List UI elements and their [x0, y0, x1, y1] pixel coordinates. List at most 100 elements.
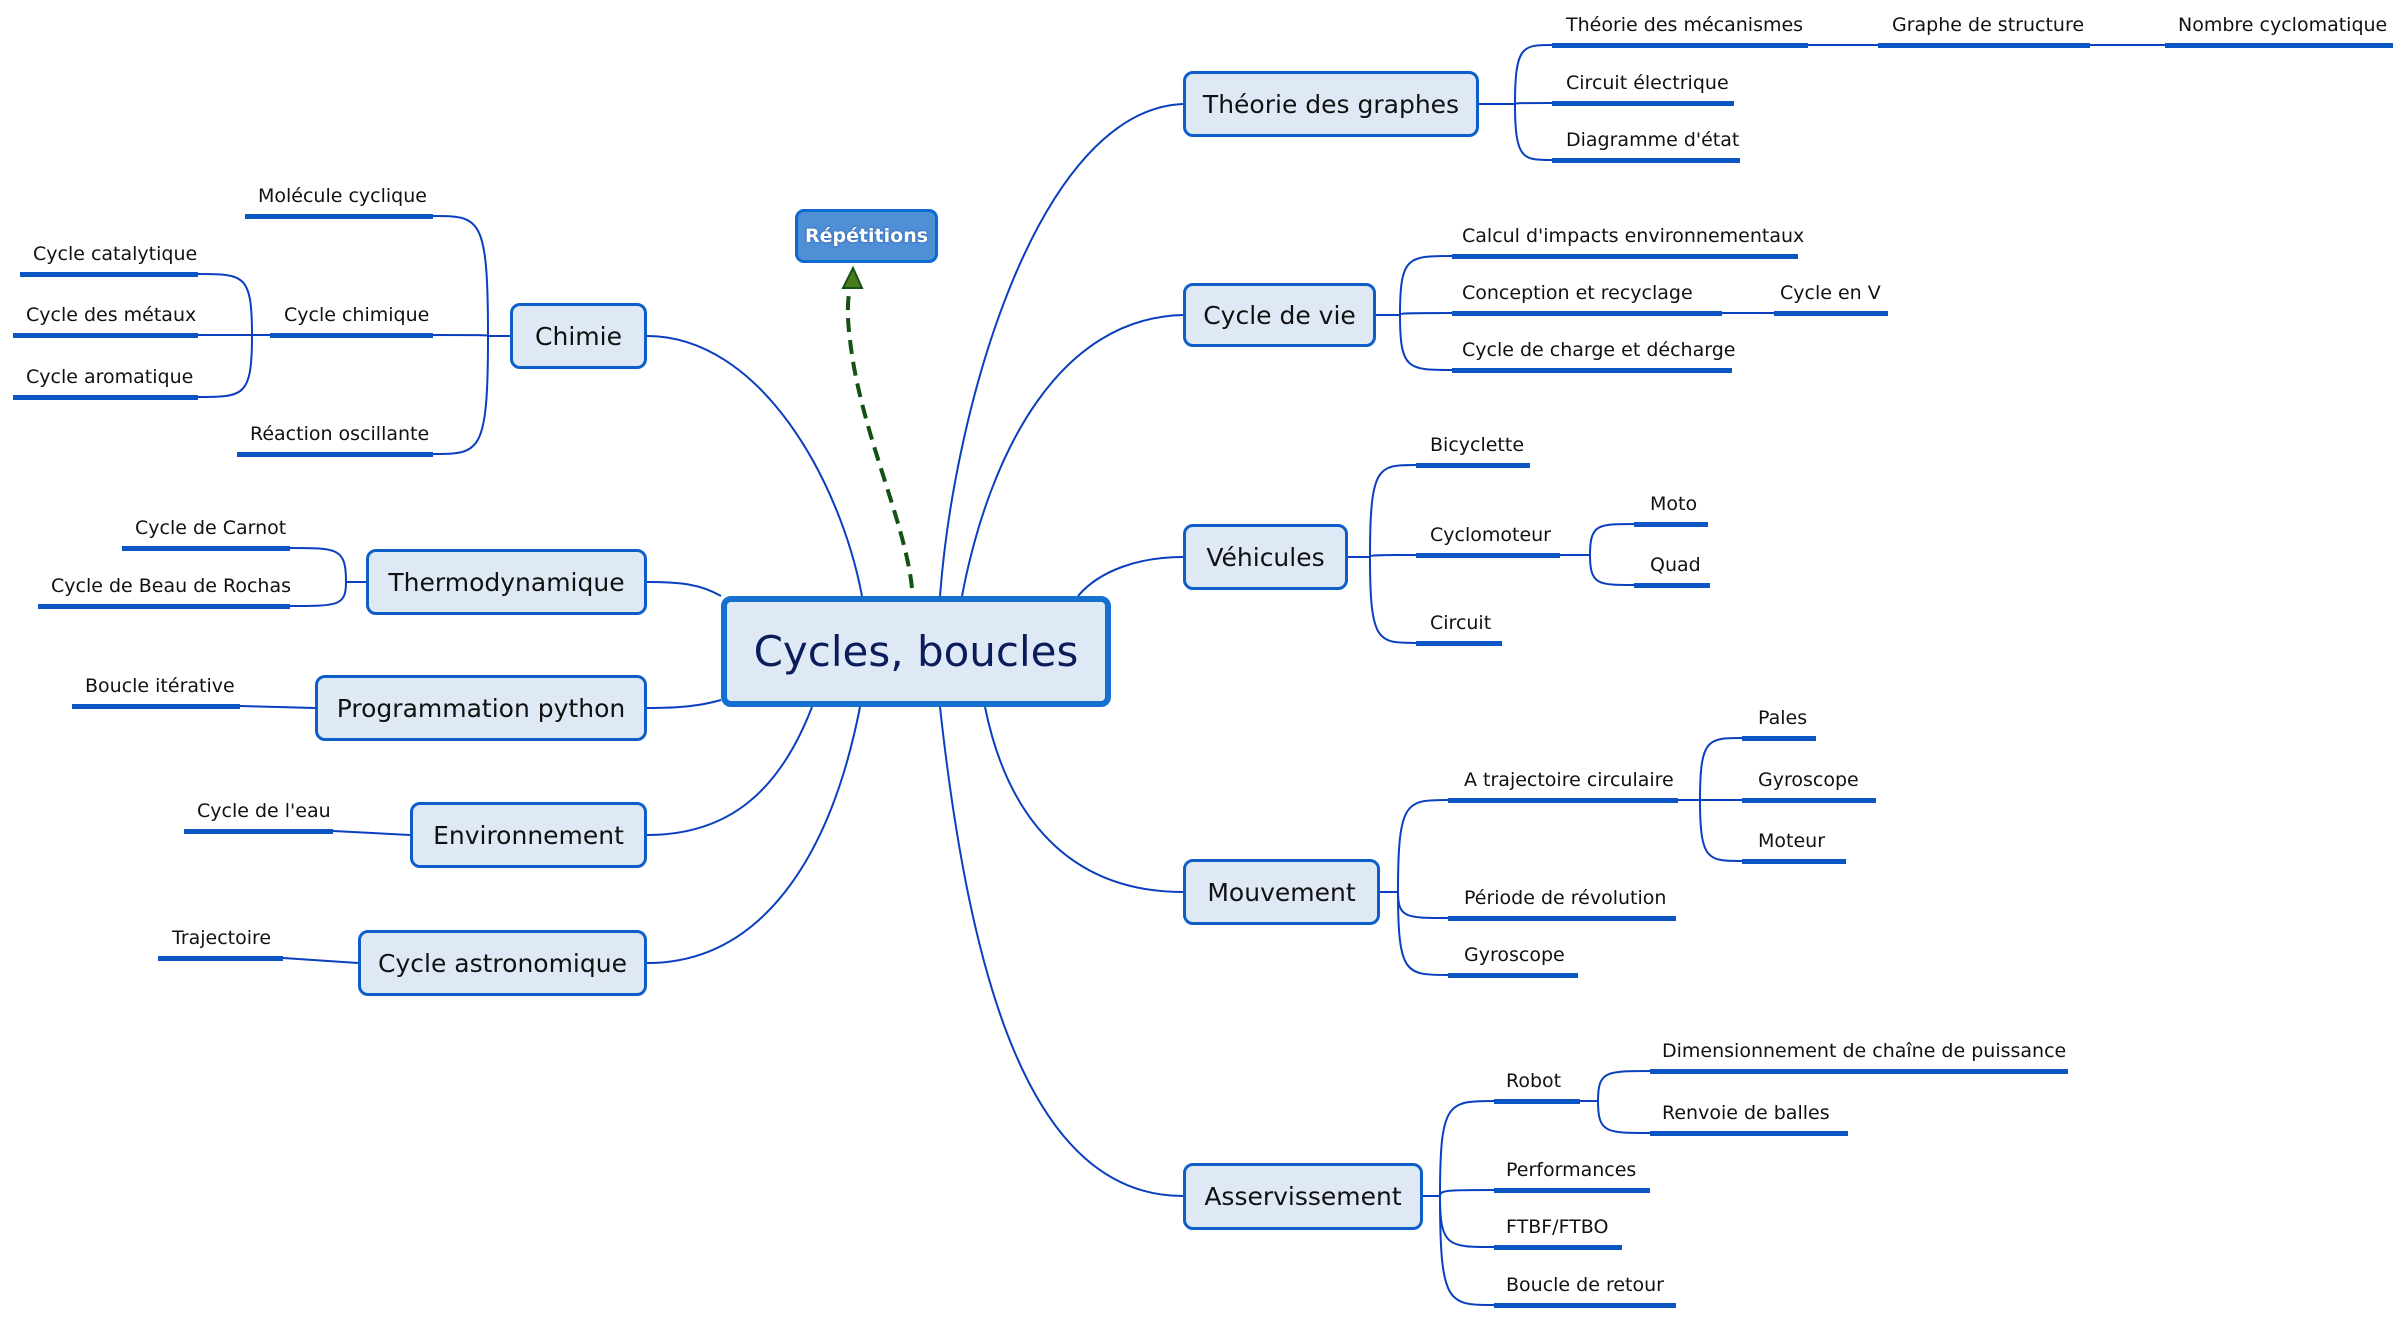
subtopic-label: Cyclomoteur [1430, 524, 1551, 546]
subtopic-underline [1634, 522, 1708, 527]
topic-asservissement[interactable]: Asservissement [1183, 1163, 1423, 1230]
connector-central-environnement [646, 706, 813, 836]
topic-programmation-python[interactable]: Programmation python [315, 675, 647, 741]
connector-mouvement-branch-2 [1397, 891, 1449, 976]
subtopic-underline [1416, 553, 1560, 558]
subtopic-label: Circuit électrique [1566, 72, 1729, 94]
subtopic-underline [1742, 736, 1816, 741]
topic-vehicules[interactable]: Véhicules [1183, 524, 1348, 590]
subtopic-underline [158, 956, 283, 961]
connector-central-cycle-de-vie [961, 314, 1184, 597]
subtopic-label: Bicyclette [1430, 434, 1525, 456]
topic-cycle-de-vie[interactable]: Cycle de vie [1183, 283, 1376, 347]
topic-label: Chimie [535, 321, 622, 351]
subtopic-underline [2165, 43, 2393, 48]
relationship-arrow[interactable] [845, 275, 914, 589]
connector-robot-branch-1 [1597, 1100, 1651, 1134]
connector-chimie-branch-2 [432, 335, 489, 455]
connector-chimie-branch-1 [432, 334, 489, 337]
subtopic-label: Cycle de l'eau [197, 800, 331, 822]
subtopic-label: Réaction oscillante [250, 423, 430, 445]
floating-topic-repetitions[interactable]: Répétitions [795, 209, 938, 263]
subtopic-underline [20, 272, 198, 277]
subtopic-underline [1774, 311, 1888, 316]
subtopic-underline [1552, 101, 1734, 106]
subtopic-label: Théorie des mécanismes [1566, 14, 1804, 36]
subtopic-label: Dimensionnement de chaîne de puissance [1662, 1040, 2067, 1062]
subtopic-underline [1448, 973, 1578, 978]
connector-central-chimie [646, 335, 863, 597]
subtopic-underline [1742, 859, 1846, 864]
topic-environnement[interactable]: Environnement [410, 802, 647, 868]
connector-cycle-chimique-branch-2 [197, 334, 253, 398]
subtopic-label: Cycle de Carnot [135, 517, 287, 539]
subtopic-underline [1416, 641, 1502, 646]
topic-theorie-des-graphes[interactable]: Théorie des graphes [1183, 71, 1479, 137]
connector-asservissement-branch-2 [1439, 1195, 1495, 1248]
subtopic-label: Renvoie de balles [1662, 1102, 1830, 1124]
connector-theorie-branch-1 [1514, 102, 1553, 105]
connector-theorie-branch-2 [1514, 103, 1553, 161]
subtopic-label: Diagramme d'état [1566, 129, 1740, 151]
subtopic-underline [72, 704, 240, 709]
subtopic-underline [1552, 158, 1740, 163]
subtopic-label: Cycle de Beau de Rochas [51, 575, 291, 597]
connector-astronomique [282, 957, 359, 964]
floating-topic-label: Répétitions [804, 225, 929, 247]
subtopic-label: Molécule cyclique [258, 185, 427, 207]
connector-central-mouvement [984, 706, 1184, 893]
connector-python [239, 705, 316, 709]
subtopic-label: Performances [1506, 1159, 1637, 1181]
connector-vehicules-branch-2 [1369, 556, 1417, 644]
connector-central-vehicules [1077, 556, 1184, 597]
subtopic-label: Quad [1650, 554, 1701, 576]
connector-cycle-vie-branch-1 [1399, 312, 1453, 316]
topic-label: Cycle astronomique [378, 948, 627, 978]
subtopic-label: Calcul d'impacts environnementaux [1462, 225, 1805, 247]
subtopic-label: Moteur [1758, 830, 1826, 852]
subtopic-label: Moto [1650, 493, 1698, 515]
topic-label: Mouvement [1207, 877, 1356, 907]
subtopic-label: FTBF/FTBO [1506, 1216, 1609, 1238]
subtopic-underline [1650, 1069, 2068, 1074]
subtopic-label: Cycle catalytique [33, 243, 198, 265]
topic-cycle-astronomique[interactable]: Cycle astronomique [358, 930, 647, 996]
topic-label: Programmation python [336, 693, 626, 723]
subtopic-underline [1494, 1099, 1580, 1104]
connector-central-thermodynamique [646, 581, 722, 597]
connector-cycle-vie-branch-0 [1399, 255, 1453, 316]
subtopic-label: Robot [1506, 1070, 1562, 1092]
connector-asservissement-branch-0 [1439, 1100, 1495, 1197]
subtopic-underline [1494, 1245, 1622, 1250]
connector-asservissement-branch-1 [1439, 1189, 1495, 1197]
connector-theorie-branch-0 [1514, 44, 1553, 105]
subtopic-underline [13, 395, 198, 400]
subtopic-underline [1448, 916, 1676, 921]
connector-vehicules-branch-0 [1369, 464, 1417, 558]
subtopic-underline [237, 452, 433, 457]
topic-thermodynamique[interactable]: Thermodynamique [366, 549, 647, 615]
topic-label: Véhicules [1206, 542, 1325, 572]
subtopic-label: Période de révolution [1464, 887, 1667, 909]
subtopic-underline [270, 333, 433, 338]
subtopic-underline [1878, 43, 2090, 48]
subtopic-label: Conception et recyclage [1462, 282, 1693, 304]
subtopic-label: Gyroscope [1758, 769, 1859, 791]
subtopic-underline [1452, 311, 1722, 316]
subtopic-underline [184, 829, 333, 834]
subtopic-underline [1494, 1188, 1650, 1193]
subtopic-label: Cycle aromatique [26, 366, 194, 388]
connector-trajectoire-branch-2 [1699, 799, 1743, 862]
connector-thermo-branch-0 [289, 547, 347, 583]
topic-mouvement[interactable]: Mouvement [1183, 859, 1380, 925]
subtopic-label: Nombre cyclomatique [2178, 14, 2388, 36]
connector-central-asservissement [939, 706, 1184, 1197]
topic-label: Environnement [433, 820, 624, 850]
connector-central-cycle-astronomique [646, 706, 861, 964]
connector-central-theorie [939, 103, 1184, 597]
central-topic[interactable]: Cycles, boucles [721, 596, 1111, 707]
topic-chimie[interactable]: Chimie [510, 303, 647, 369]
connector-cyclomoteur-branch-0 [1589, 523, 1635, 556]
connector-mouvement-branch-0 [1397, 799, 1449, 893]
